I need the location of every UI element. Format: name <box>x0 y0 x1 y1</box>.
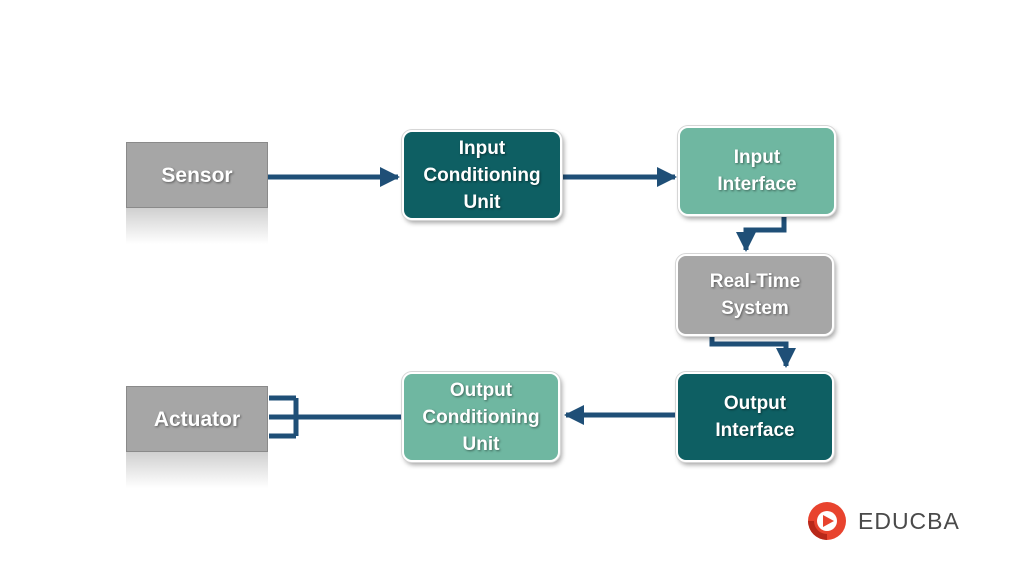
output-conditioning-unit-label: Output Conditioning Unit <box>422 379 540 455</box>
arrow-real-time-system-to-output-interface <box>709 336 796 368</box>
input-conditioning-unit-block: Input Conditioning Unit <box>402 130 562 220</box>
sensor-label: Sensor <box>161 163 233 187</box>
actuator-label: Actuator <box>153 407 241 431</box>
educba-logo: EDUCBA <box>806 500 960 542</box>
input-interface-label: Input Interface <box>717 147 797 195</box>
input-conditioning-unit-label: Input Conditioning Unit <box>423 137 541 213</box>
logo-text: EDUCBA <box>858 507 960 534</box>
input-interface-block: Input Interface <box>678 126 836 216</box>
arrow-input-interface-to-real-time-system <box>736 216 787 252</box>
output-interface-block: Output Interface <box>676 372 834 462</box>
output-conditioning-unit-block: Output Conditioning Unit <box>402 372 560 462</box>
sensor-reflection <box>126 208 268 244</box>
connector-output-conditioning-to-actuator <box>269 395 402 439</box>
output-interface-label: Output Interface <box>715 393 795 441</box>
educba-logo-icon <box>808 502 846 540</box>
actuator-block: Actuator <box>126 386 268 452</box>
real-time-system-block: Real-Time System <box>676 254 834 336</box>
sensor-block: Sensor <box>126 142 268 208</box>
real-time-system-label: Real-Time System <box>709 271 801 319</box>
actuator-reflection <box>126 452 268 488</box>
